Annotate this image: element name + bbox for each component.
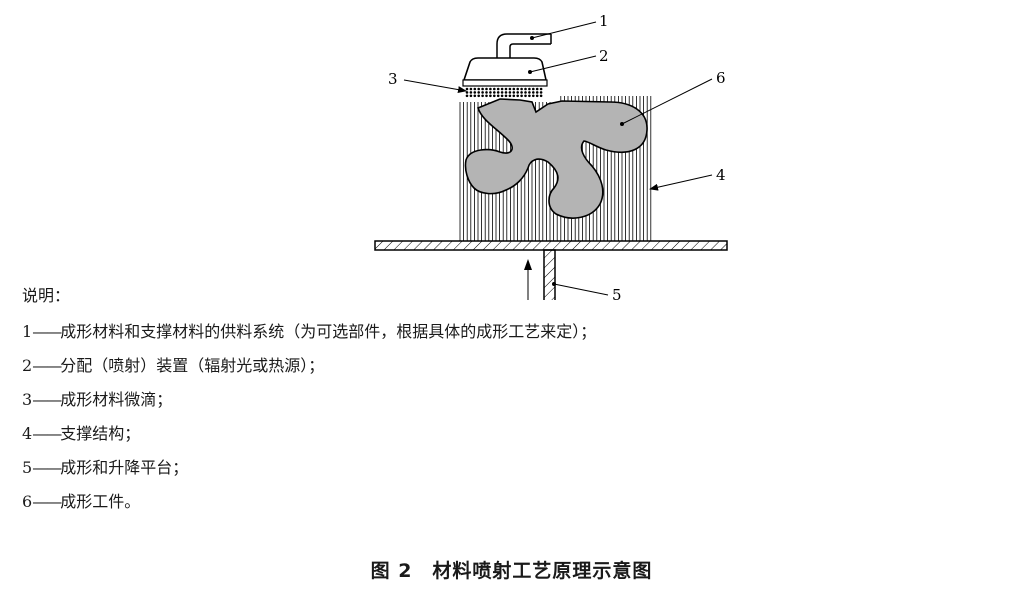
leader-line-1 — [531, 21, 597, 39]
legend-dash: —— — [32, 322, 62, 341]
leader-line-3 — [403, 79, 467, 94]
lift-column — [543, 249, 556, 300]
legend-item-text: 成形材料和支撑材料的供料系统（为可选部件，根据具体的成形工艺来定）； — [60, 322, 597, 341]
legend-item: 1——成形材料和支撑材料的供料系统（为可选部件，根据具体的成形工艺来定）； — [22, 322, 1002, 356]
legend-item: 3——成形材料微滴； — [22, 390, 1002, 424]
leader-line-4 — [649, 174, 713, 191]
figure-caption: 图 2 材料喷射工艺原理示意图 — [370, 560, 653, 582]
callout-1: 1 — [599, 12, 609, 30]
feed-system — [496, 33, 552, 58]
leader-line-6 — [621, 78, 713, 125]
callout-3: 3 — [388, 70, 398, 88]
leader-line-2 — [529, 55, 597, 73]
up-down-arrow-icon — [524, 259, 532, 300]
leader-dots — [528, 36, 624, 286]
legend-dash: —— — [32, 458, 62, 477]
callout-5: 5 — [612, 286, 622, 300]
legend-item-number: 3 — [22, 390, 33, 409]
material-droplets — [465, 87, 543, 98]
legend-item-number: 2 — [22, 356, 33, 375]
legend-heading: 说明： — [22, 286, 71, 305]
legend-item: 6——成形工件。 — [22, 492, 1002, 526]
callout-6: 6 — [716, 69, 726, 87]
formed-workpiece — [464, 98, 648, 219]
legend-item-number: 1 — [22, 322, 33, 341]
legend-item: 4——支撑结构； — [22, 424, 1002, 458]
legend-item-number: 6 — [22, 492, 33, 511]
jetting-head — [462, 57, 548, 87]
process-diagram: 1 2 3 4 5 6 — [374, 12, 728, 300]
leader-lines — [403, 21, 713, 296]
legend-item-number: 5 — [22, 458, 33, 477]
legend-item-text: 分配（喷射）装置（辐射光或热源）； — [60, 356, 325, 375]
legend-item-text: 支撑结构； — [60, 424, 141, 443]
legend-dash: —— — [32, 424, 62, 443]
legend-item-text: 成形和升降平台； — [60, 458, 189, 477]
callout-2: 2 — [599, 47, 609, 65]
legend-item-number: 4 — [22, 424, 33, 443]
legend-dash: —— — [32, 390, 62, 409]
callout-4: 4 — [716, 166, 726, 184]
legend-dash: —— — [32, 492, 62, 511]
build-platform — [374, 240, 728, 251]
legend-item-text: 成形工件。 — [60, 492, 141, 511]
legend-item: 5——成形和升降平台； — [22, 458, 1002, 492]
legend: 说明： 1——成形材料和支撑材料的供料系统（为可选部件，根据具体的成形工艺来定）… — [22, 286, 1002, 526]
legend-dash: —— — [32, 356, 62, 375]
leader-line-5 — [553, 283, 609, 296]
legend-item: 2——分配（喷射）装置（辐射光或热源）； — [22, 356, 1002, 390]
legend-item-text: 成形材料微滴； — [60, 390, 173, 409]
